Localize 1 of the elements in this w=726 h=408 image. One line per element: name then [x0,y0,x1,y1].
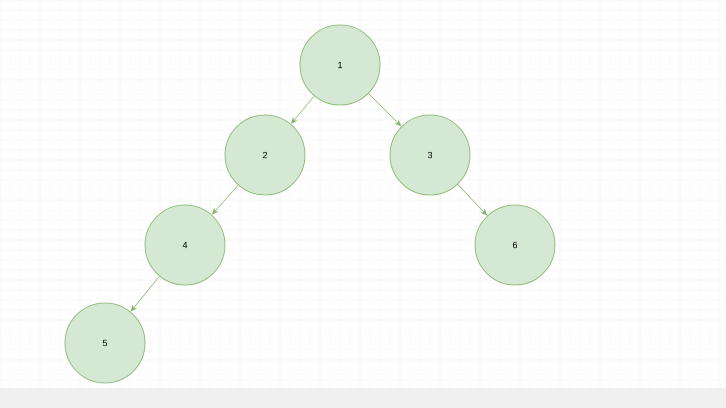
arrow [368,93,402,126]
